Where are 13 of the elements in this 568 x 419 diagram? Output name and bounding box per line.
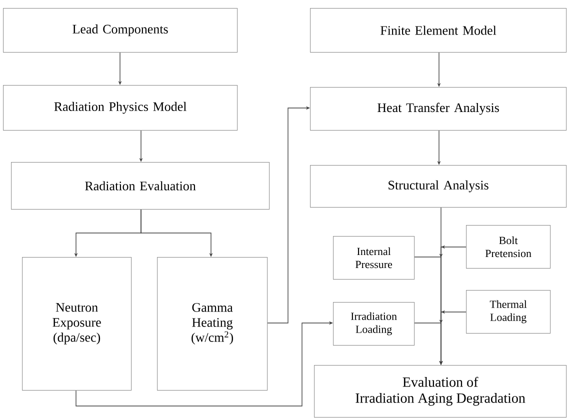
process-box: Thermal Loading [466,290,551,334]
process-box: Radiation Evaluation [11,162,270,210]
process-box: Internal Pressure [333,236,415,280]
process-box: Radiation Physics Model [3,85,238,131]
process-box: Structural Analysis [310,165,567,208]
process-box: Lead Components [3,8,238,53]
process-box: Finite Element Model [310,8,567,53]
process-box: Evaluation of Irradiation Aging Degradation [314,365,567,418]
process-box: Irradiation Loading [333,302,415,346]
process-box: Heat Transfer Analysis [310,87,567,131]
process-box: Bolt Pretension [466,225,551,269]
process-box: Neutron Exposure (dpa/sec) [22,257,132,391]
process-box: Gamma Heating (w/cm$^{2}$) [157,257,268,391]
